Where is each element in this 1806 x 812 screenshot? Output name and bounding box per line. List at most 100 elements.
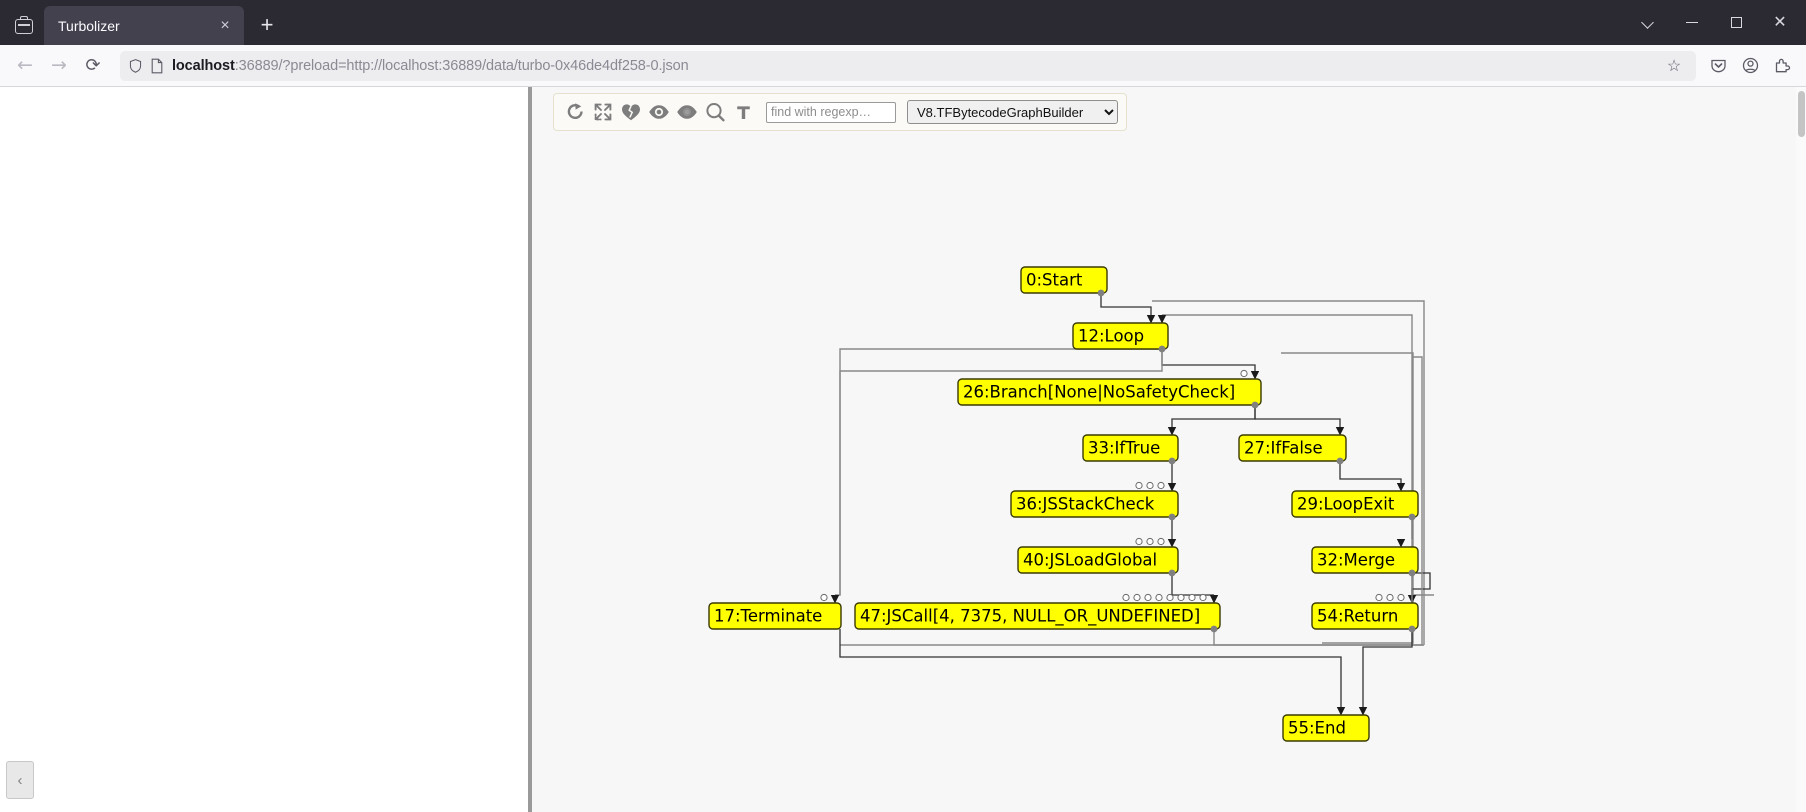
pane-resize-handle[interactable] [528,87,532,812]
node-input-port-unconnected[interactable] [1188,593,1196,602]
back-button[interactable]: ← [8,50,42,82]
graph-node[interactable]: 47:JSCall[4, 7375, NULL_OR_UNDEFINED] [854,593,1221,633]
node-box[interactable] [708,602,842,630]
node-input-port-unconnected[interactable] [1177,593,1185,602]
graph-edge[interactable] [1100,293,1152,315]
graph-node[interactable]: 17:Terminate [708,593,842,630]
reload-button[interactable]: ⟳ [76,50,110,82]
graph-edge[interactable] [1411,572,1431,595]
node-input-port-unconnected[interactable] [1240,369,1248,378]
node-output-port[interactable] [1097,289,1105,297]
graph-edge[interactable] [1411,573,1434,596]
minimize-button[interactable] [1670,3,1714,43]
node-box[interactable] [957,378,1262,406]
graph-edge[interactable] [1339,461,1402,483]
graph-edge[interactable] [1254,405,1341,427]
graph-node[interactable]: 33:IfTrue [1082,434,1179,465]
node-output-port[interactable] [1251,401,1259,409]
graph-node[interactable]: 12:Loop [1072,322,1169,353]
node-input-port-unconnected[interactable] [1122,593,1130,602]
firefox-view-button[interactable] [4,6,44,44]
close-window-button[interactable]: ✕ [1758,3,1802,43]
graph-edge[interactable] [839,629,1342,707]
node-input-port-unconnected[interactable] [1386,593,1394,602]
new-tab-button[interactable]: + [260,12,274,37]
node-output-port[interactable] [1336,457,1344,465]
node-input-port-unconnected[interactable] [1199,593,1207,602]
pocket-button[interactable] [1702,50,1734,82]
tab-turbolizer[interactable]: Turbolizer × [44,6,244,45]
node-output-port[interactable] [1408,513,1416,521]
node-input-port-unconnected[interactable] [1157,537,1165,546]
node-output-port[interactable] [1210,625,1218,633]
graph-node[interactable]: 0:Start [1020,266,1108,297]
node-output-port[interactable] [1168,457,1176,465]
graph-node[interactable]: 55:End [1282,714,1370,742]
graph-edge[interactable] [1171,405,1256,427]
graph-edge[interactable] [1162,314,1423,646]
graph-node[interactable]: 32:Merge [1311,546,1419,577]
node-label: 40:JSLoadGlobal [1023,551,1157,570]
graph-node[interactable]: 54:Return [1311,593,1419,633]
collapse-pane-button[interactable]: ‹ [6,761,34,799]
extensions-button[interactable] [1766,50,1798,82]
graph-node[interactable]: 26:Branch[None|NoSafetyCheck] [957,369,1262,409]
toggle-text-icon[interactable] [730,99,756,125]
node-box[interactable] [854,602,1221,630]
forward-button[interactable]: → [42,50,76,82]
graph-edge[interactable] [1171,573,1214,596]
node-input-port-unconnected[interactable] [1144,593,1152,602]
node-box[interactable] [1311,546,1419,574]
maximize-button[interactable] [1714,3,1758,43]
node-input-port-unconnected[interactable] [1375,593,1383,602]
node-output-port[interactable] [1158,345,1166,353]
graph-node[interactable]: 36:JSStackCheck [1010,481,1179,521]
graph-canvas[interactable]: 0:Start 12:Loop 26:Branch[None|NoSafetyChe… [532,87,1806,812]
node-box[interactable] [1291,490,1419,518]
tab-close-icon[interactable]: × [220,16,230,34]
graph-edge[interactable] [1152,300,1425,645]
graph-node[interactable]: 27:IfFalse [1238,434,1347,465]
node-input-port-unconnected[interactable] [1135,537,1143,546]
node-output-port[interactable] [1408,569,1416,577]
node-box[interactable] [1072,322,1169,350]
graph-node[interactable]: 29:LoopExit [1291,490,1419,521]
node-input-port-unconnected[interactable] [1146,537,1154,546]
list-all-tabs-button[interactable] [1626,3,1670,43]
node-box[interactable] [1082,434,1179,462]
graph-node[interactable]: 40:JSLoadGlobal [1017,537,1179,577]
node-box[interactable] [1311,602,1419,630]
node-input-port-unconnected[interactable] [1146,481,1154,490]
url-bar[interactable]: localhost:36889/?preload=http://localhos… [120,50,1696,81]
node-box[interactable] [1020,266,1108,294]
node-input-port-unconnected[interactable] [820,593,828,602]
graph-pane[interactable]: V8.TFBytecodeGraphBuilder 0:Start 12:Loop… [532,87,1806,812]
node-box[interactable] [1282,714,1370,742]
show-hide-dead-icon[interactable] [618,99,644,125]
phase-select[interactable]: V8.TFBytecodeGraphBuilder [907,100,1118,124]
node-output-port[interactable] [1168,569,1176,577]
node-input-port-unconnected[interactable] [1155,593,1163,602]
graph-edge[interactable] [1161,349,1256,371]
node-input-port-unconnected[interactable] [1166,593,1174,602]
zoom-selection-icon[interactable] [702,99,728,125]
account-button[interactable] [1734,50,1766,82]
node-input-port-unconnected[interactable] [1157,481,1165,490]
hide-unselected-eye-closed-icon[interactable] [674,99,700,125]
graph-scrollbar-thumb[interactable] [1798,91,1805,137]
node-input-port-unconnected[interactable] [1133,593,1141,602]
node-box[interactable] [1238,434,1347,462]
node-input-port-unconnected[interactable] [1397,593,1405,602]
search-input[interactable] [766,101,896,123]
expand-all-icon[interactable] [590,99,616,125]
refresh-graph-icon[interactable] [562,99,588,125]
graph-edge[interactable] [1362,629,1413,707]
node-box[interactable] [1010,490,1179,518]
node-output-port[interactable] [1408,625,1416,633]
graph-vertical-scrollbar[interactable] [1796,87,1806,812]
node-box[interactable] [1017,546,1179,574]
toggle-types-eye-open-icon[interactable] [646,99,672,125]
node-output-port[interactable] [1168,513,1176,521]
node-input-port-unconnected[interactable] [1135,481,1143,490]
bookmark-star-icon[interactable]: ☆ [1666,57,1682,75]
